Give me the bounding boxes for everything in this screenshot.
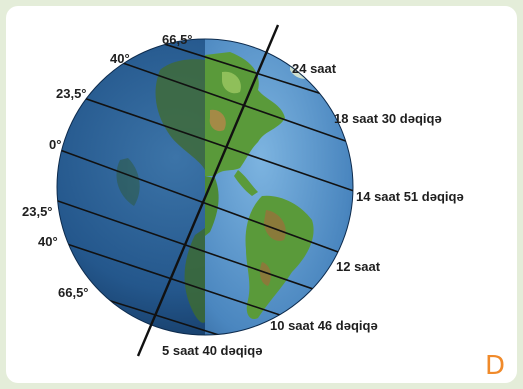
- latitude-label-23-north: 23,5°: [56, 86, 87, 101]
- latitude-label-equator: 0°: [49, 137, 61, 152]
- day-length-label-40-north: 18 saat 30 dəqiqə: [334, 111, 442, 126]
- latitude-line-equator: [59, 149, 353, 261]
- globe-day-side: [205, 39, 353, 335]
- day-length-label-equator: 12 saat: [336, 259, 381, 274]
- latitude-line-23-south: [57, 199, 346, 301]
- latitude-label-40-north: 40°: [110, 51, 130, 66]
- day-length-label-23-north: 14 saat 51 dəqiqə: [356, 189, 464, 204]
- latitude-label-23-south: 23,5°: [22, 204, 53, 219]
- latitude-line-66-north: [119, 39, 353, 126]
- day-length-label-66-south: 5 saat 40 dəqiqə: [162, 343, 262, 358]
- latitude-line-23-north: [74, 94, 353, 201]
- south-america-land: [245, 195, 314, 320]
- globe-outline: [56, 38, 354, 336]
- earth-axis: [136, 24, 280, 357]
- latitude-label-66-north: 66,5°: [162, 32, 193, 47]
- day-length-label-66-north: 24 saat: [292, 61, 337, 76]
- latitude-label-40-south: 40°: [38, 234, 58, 249]
- corner-letter: D: [485, 351, 505, 381]
- day-length-label-40-south: 10 saat 46 dəqiqə: [270, 318, 378, 333]
- latitude-label-66-south: 66,5°: [58, 285, 89, 300]
